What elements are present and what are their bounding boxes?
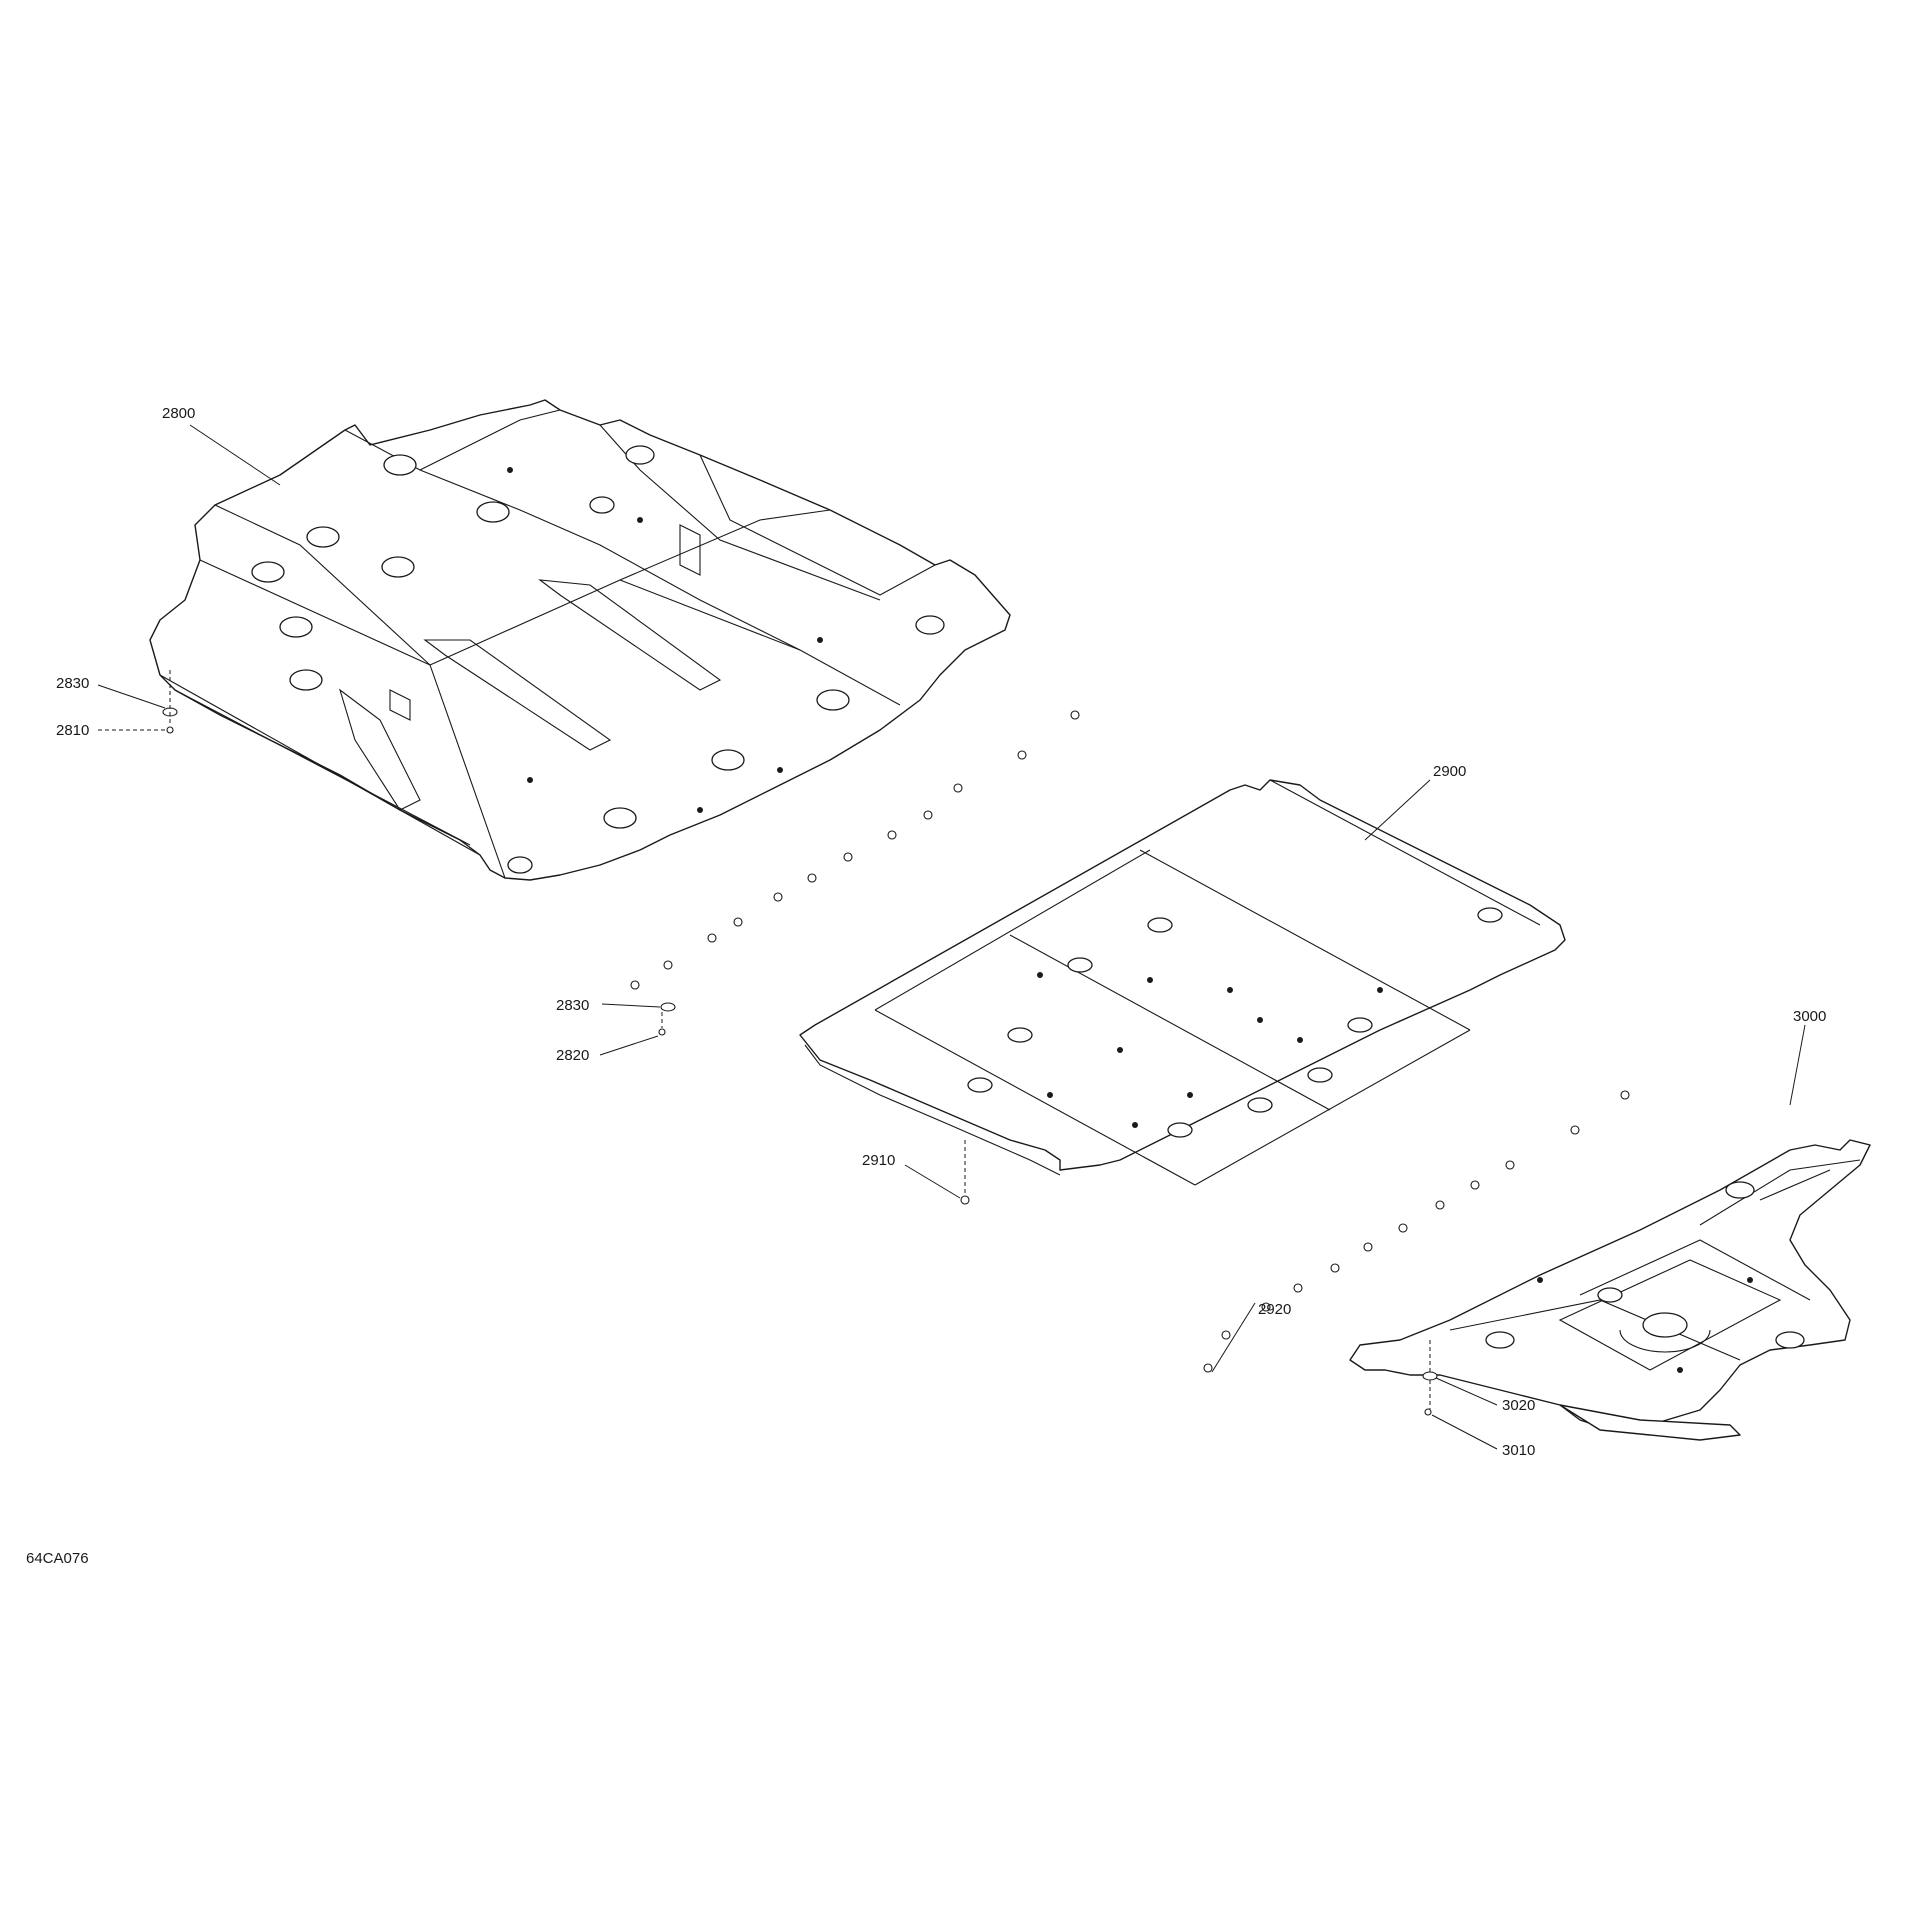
leader-3020 [1435, 1377, 1498, 1406]
leader-2920 [1211, 1302, 1256, 1373]
leader-2830b [601, 1003, 661, 1008]
leader-3010 [1431, 1414, 1498, 1450]
leader-2900 [1364, 779, 1431, 841]
callout-3020: 3020 [1502, 1397, 1535, 1414]
callout-3000: 3000 [1793, 1008, 1826, 1025]
callout-2910: 2910 [862, 1152, 895, 1169]
skid-plate-2800[interactable] [149, 399, 1011, 881]
skid-plate-3000[interactable] [1349, 1139, 1871, 1441]
callout-2830-left: 2830 [56, 675, 89, 692]
leader-2800 [189, 424, 281, 486]
bolt-3010 [1424, 1380, 1432, 1416]
skid-plate-2900[interactable] [799, 779, 1566, 1186]
callout-3010: 3010 [1502, 1442, 1535, 1459]
bolt-2910 [960, 1140, 970, 1205]
bolt-2820 [658, 1012, 666, 1036]
leader-3000 [1789, 1024, 1806, 1106]
callout-2920: 2920 [1258, 1301, 1291, 1318]
leader-2820 [599, 1035, 659, 1056]
callout-2900: 2900 [1433, 763, 1466, 780]
callout-2830-center: 2830 [556, 997, 589, 1014]
fastener-row-2920 [1203, 1090, 1630, 1373]
leader-2830a [97, 684, 166, 709]
fastener-row-2820 [630, 710, 1080, 990]
leader-2910 [904, 1164, 961, 1199]
drawing-code: 64CA076 [26, 1550, 89, 1567]
callout-2810: 2810 [56, 722, 89, 739]
washer-2830-center [660, 1002, 676, 1012]
bolt-2810 [166, 670, 174, 734]
callout-2820: 2820 [556, 1047, 589, 1064]
callout-2800: 2800 [162, 405, 195, 422]
